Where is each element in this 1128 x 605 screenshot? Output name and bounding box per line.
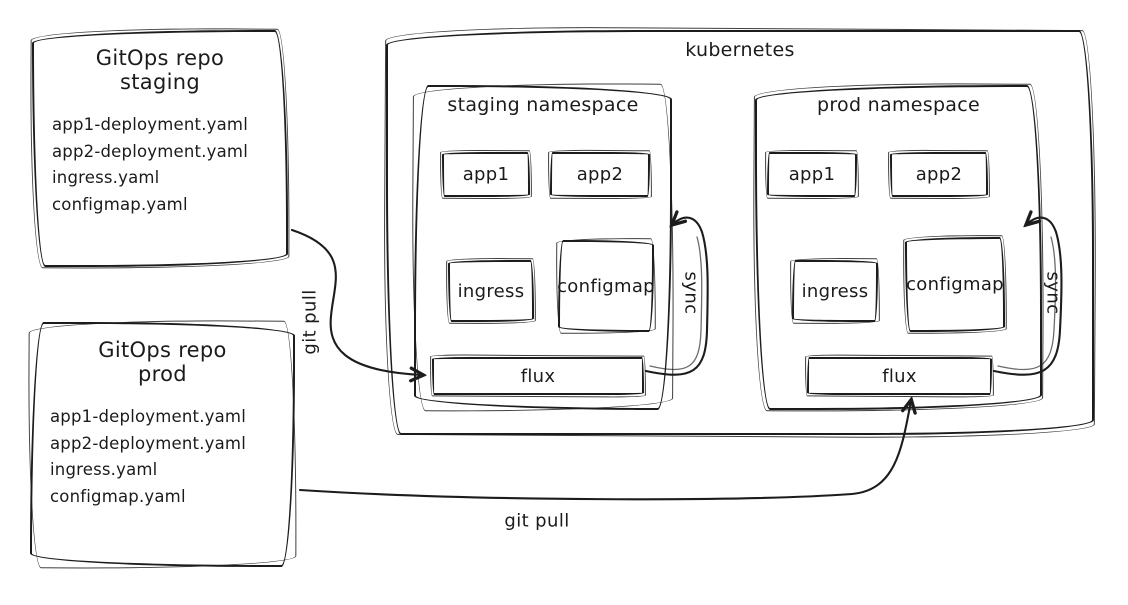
kubernetes-label: kubernetes — [685, 39, 795, 61]
workload-box-app2: app2 — [550, 152, 650, 197]
prod-namespace-box: prod namespace app1 app2 ingress configm… — [755, 85, 1042, 410]
gitops-repo-prod-box: GitOps repo prod app1-deployment.yaml ap… — [30, 322, 295, 567]
workload-box-app1: app1 — [767, 152, 857, 197]
repo-subtitle: staging — [120, 70, 200, 94]
repo-file-list: app1-deployment.yaml app2-deployment.yam… — [34, 112, 286, 219]
namespace-label: staging namespace — [447, 94, 639, 116]
workload-label: app1 — [462, 164, 510, 185]
repo-title: GitOps repo — [95, 46, 225, 70]
workload-label: app1 — [788, 164, 836, 185]
git-pull-label-prod: git pull — [504, 510, 570, 532]
flux-label: flux — [882, 365, 917, 387]
workload-box-ingress: ingress — [448, 260, 534, 322]
sync-label-prod: sync — [1042, 271, 1064, 315]
staging-namespace-box: staging namespace app1 app2 ingress conf… — [414, 85, 672, 410]
file-item: app1-deployment.yaml — [50, 407, 246, 426]
workload-box-configmap: configmap — [557, 240, 655, 332]
file-item: configmap.yaml — [52, 195, 188, 215]
workload-label: configmap — [557, 275, 655, 297]
workload-label: ingress — [801, 280, 869, 302]
flux-label: flux — [520, 365, 556, 387]
gitops-repo-staging-box: GitOps repo staging app1-deployment.yaml… — [32, 30, 288, 267]
workload-box-app1: app1 — [442, 152, 530, 197]
file-item: ingress.yaml — [52, 168, 160, 188]
flux-controller-box: flux — [807, 357, 992, 395]
git-pull-label-staging: git pull — [299, 289, 321, 355]
namespace-label: prod namespace — [816, 94, 980, 116]
file-item: app2-deployment.yaml — [50, 433, 246, 453]
file-item: app2-deployment.yaml — [52, 141, 248, 161]
workload-box-ingress: ingress — [792, 260, 878, 322]
workload-box-app2: app2 — [890, 152, 988, 197]
workload-box-configmap: configmap — [905, 237, 1005, 332]
file-item: app1-deployment.yaml — [52, 115, 248, 134]
repo-title: GitOps repo — [98, 338, 227, 362]
repo-subtitle: prod — [138, 362, 187, 386]
workload-label: app2 — [576, 164, 624, 185]
flux-controller-box: flux — [432, 357, 644, 395]
workload-label: app2 — [915, 164, 963, 185]
repo-file-list: app1-deployment.yaml app2-deployment.yam… — [32, 404, 293, 511]
file-item: ingress.yaml — [50, 460, 158, 480]
workload-label: configmap — [906, 274, 1004, 295]
file-item: configmap.yaml — [50, 487, 186, 507]
workload-label: ingress — [457, 280, 525, 302]
sync-label-staging: sync — [680, 271, 702, 315]
